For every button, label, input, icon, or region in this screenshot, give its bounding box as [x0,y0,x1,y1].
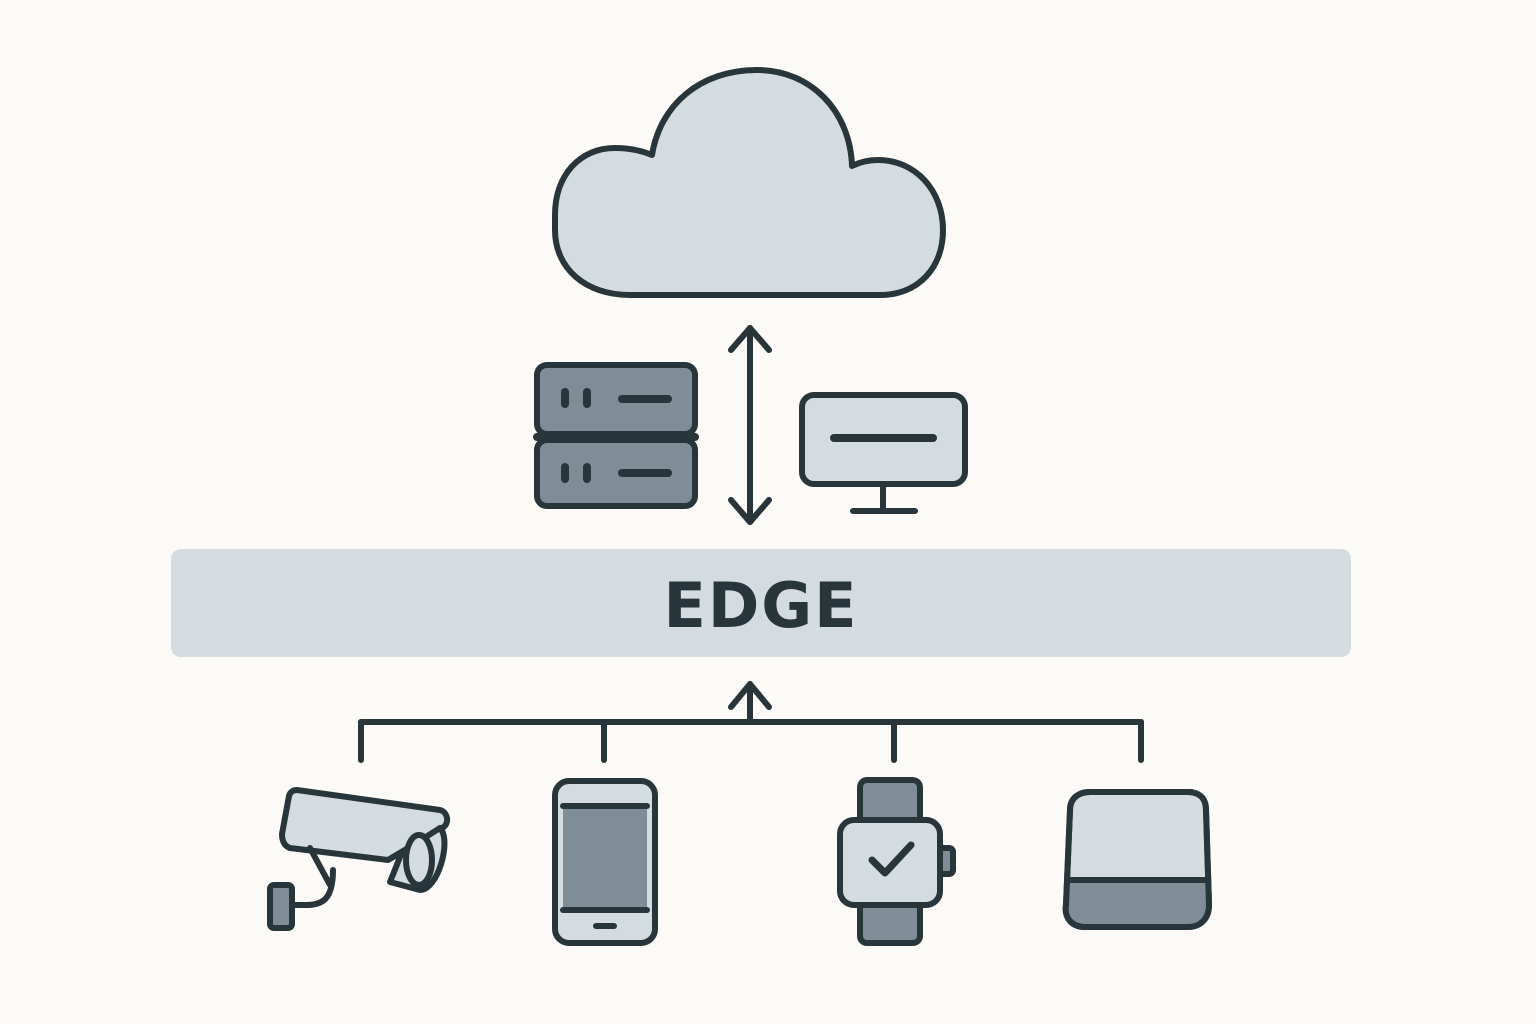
cloud-icon [552,67,946,298]
smartwatch-icon [837,777,956,946]
server-rack-icon [533,362,699,509]
desktop-monitor-icon [799,392,968,514]
smart-hub-icon [1062,789,1212,930]
edge-label: EDGE [663,569,859,642]
edge-layer-bar: EDGE [171,549,1351,657]
device-connection-tree [358,681,1144,763]
security-camera-icon [267,787,450,931]
cloud-edge-double-arrow [728,325,772,525]
smartphone-icon [552,778,658,946]
